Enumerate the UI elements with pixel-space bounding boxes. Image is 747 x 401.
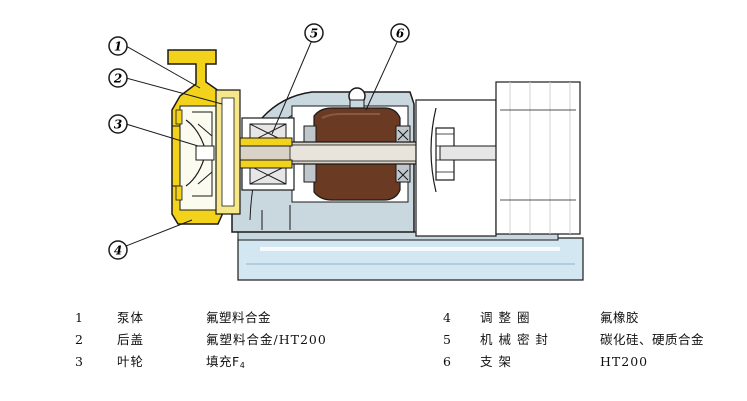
part-name: 后盖	[117, 332, 145, 347]
part-number: 2	[75, 332, 83, 347]
rear-cover	[215, 89, 241, 215]
part-material: 氟塑料合金	[206, 310, 272, 325]
part-name: 调 整 圈	[480, 310, 531, 325]
part-name: 泵体	[117, 310, 145, 325]
part-material: 碳化硅、硬质合金	[600, 332, 705, 347]
callout-6-label: 6	[396, 27, 405, 41]
parts-row-1: 1 泵体 氟塑料合金 4 调 整 圈 氟橡胶	[0, 308, 747, 328]
part-material: 氟塑料合金/HT200	[206, 332, 327, 347]
callout-6: 6	[390, 23, 410, 43]
leader-lines	[125, 39, 399, 247]
part-material: HT200	[600, 354, 649, 369]
callout-2-label: 2	[113, 72, 122, 86]
parts-row-2: 2 后盖 氟塑料合金/HT200 5 机 械 密 封 碳化硅、硬质合金	[0, 330, 747, 350]
pump-shaft	[205, 137, 441, 169]
part-name: 机 械 密 封	[480, 332, 549, 347]
callout-4-label: 4	[114, 244, 122, 258]
part-number: 3	[75, 354, 83, 369]
part-material-subscript: 4	[239, 361, 246, 370]
parts-list: 1 泵体 氟塑料合金 4 调 整 圈 氟橡胶 2 后盖 氟塑料合金/HT200 …	[0, 306, 747, 396]
callout-1: 1	[108, 36, 128, 56]
part-material-text: 填充F	[206, 354, 240, 369]
part-number: 1	[75, 310, 83, 325]
part-number: 6	[443, 354, 451, 369]
part-number: 4	[443, 310, 451, 325]
callout-1-label: 1	[114, 40, 122, 54]
part-name: 叶轮	[117, 354, 145, 369]
callout-4: 4	[108, 240, 128, 260]
motor	[415, 81, 581, 237]
callout-5: 5	[304, 23, 324, 43]
impeller	[185, 111, 215, 197]
pump-cross-section-diagram: 1 2 3 4 5 6	[108, 23, 584, 281]
part-material: 氟橡胶	[600, 310, 640, 325]
parts-row-3: 3 叶轮 填充F4 6 支 架 HT200	[0, 352, 747, 372]
part-material: 填充F4	[206, 352, 245, 376]
callout-2: 2	[108, 68, 128, 88]
callout-3-label: 3	[114, 118, 122, 132]
base-plate	[237, 231, 584, 281]
part-number: 5	[443, 332, 451, 347]
part-name: 支 架	[480, 354, 512, 369]
callout-3: 3	[108, 114, 128, 134]
callout-5-label: 5	[310, 27, 318, 41]
